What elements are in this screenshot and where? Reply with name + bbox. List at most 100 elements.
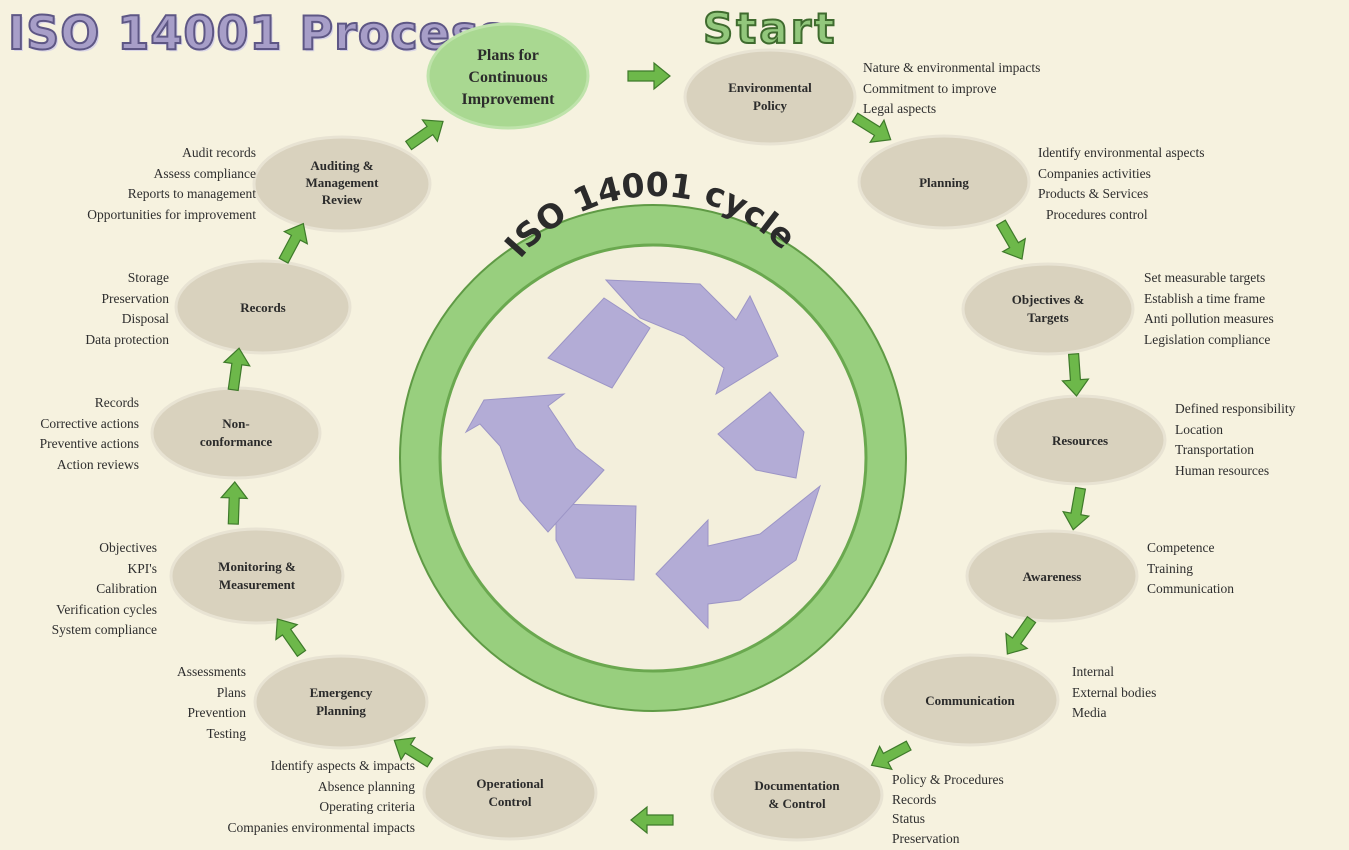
node-nonconformance-line-1: Non- [222, 416, 249, 431]
arrow-policy-to-planning [851, 112, 892, 143]
bullet-item: Disposal [121, 311, 169, 326]
bullets-communication: Internal External bodies Media [1072, 662, 1156, 724]
node-planning-line-1: Planning [919, 175, 969, 190]
bullets-planning: Identify environmental aspects Companies… [1038, 143, 1204, 225]
arrow-operational-to-emergency [393, 737, 434, 768]
bullet-item: Set measurable targets [1144, 270, 1266, 285]
bullet-item: Defined responsibility [1175, 401, 1296, 416]
bullet-item: Policy & Procedures [892, 772, 1004, 787]
bullets-documentation-control: Policy & Procedures Records Status Prese… [892, 770, 1004, 848]
bullet-item: Location [1175, 421, 1223, 437]
node-plans-line-1: Plans for [477, 47, 539, 64]
arrow-objectives-to-resources [1061, 353, 1090, 397]
bullet-item: Testing [206, 725, 246, 741]
bullet-item: Human resources [1175, 462, 1270, 478]
bullet-item: Transportation [1175, 442, 1255, 457]
arrow-plans-to-policy [627, 61, 671, 91]
bullet-item: Opportunities for improvement [87, 206, 256, 222]
svg-text:Documentation& Control: Documentation & Control [754, 778, 840, 811]
node-resources-line-1: Resources [1052, 433, 1108, 448]
arrow-auditing-to-plans [404, 119, 444, 151]
bullet-item: Verification cycles [56, 601, 157, 617]
bullet-item: Competence [1147, 540, 1215, 555]
svg-text:Communication: Communication [925, 693, 1015, 708]
bullet-item: Identify aspects & impacts [270, 758, 415, 773]
bullet-item: Procedures control [1046, 206, 1148, 222]
node-plans-line-2: Continuous [468, 69, 547, 86]
node-records: Records [174, 259, 352, 355]
bullet-item: Plans [216, 684, 246, 700]
bullet-item: Communication [1147, 581, 1234, 596]
bullet-item: KPI's [127, 560, 157, 576]
bullet-item: Records [892, 791, 937, 807]
bullet-item: Prevention [187, 705, 247, 720]
bullet-item: Media [1072, 705, 1107, 720]
node-records-line-1: Records [240, 300, 286, 315]
bullet-item: Audit records [182, 145, 256, 160]
node-nonconformance: Non-conformance [150, 386, 322, 480]
node-auditing-line-3: Review [322, 192, 363, 207]
node-objectives-line-1: Objectives & [1012, 292, 1085, 307]
recycle-icon [464, 279, 821, 630]
bullet-item: Absence planning [317, 778, 415, 794]
bullet-item: Records [94, 395, 139, 410]
arrow-resources-to-awareness [1062, 486, 1091, 531]
bullet-item: Internal [1072, 664, 1114, 679]
svg-text:Objectives &Targets: Objectives &Targets [1012, 292, 1085, 325]
node-auditing-line-1: Auditing & [310, 158, 373, 173]
node-emergency-line-1: Emergency [310, 685, 373, 700]
bullet-item: Storage [127, 270, 169, 285]
arrow-records-to-auditing [278, 222, 309, 264]
node-auditing-line-2: Management [306, 175, 380, 190]
start-label: Start [702, 3, 838, 54]
svg-text:Records: Records [240, 300, 286, 315]
svg-text:Resources: Resources [1052, 433, 1108, 448]
svg-text:Monitoring &Measurement: Monitoring &Measurement [218, 559, 296, 592]
bullets-monitoring-measurement: Objectives KPI's Calibration Verificatio… [52, 538, 157, 641]
bullet-item: Calibration [96, 581, 157, 596]
bullet-item: System compliance [51, 622, 157, 637]
bullet-item: Establish a time frame [1144, 290, 1266, 306]
arrow-monitoring-to-nonconformance [219, 481, 249, 525]
node-emergency-line-2: Planning [316, 703, 366, 718]
bullet-item: Reports to management [127, 186, 256, 201]
svg-text:Non-conformance: Non-conformance [200, 416, 272, 449]
svg-text:Awareness: Awareness [1023, 569, 1082, 584]
bullets-operational-control: Identify aspects & impacts Absence plann… [228, 756, 415, 838]
node-documentation-control: Documentation & Control [710, 748, 884, 842]
bullet-item: Legal aspects [863, 101, 937, 116]
node-env-policy-line-1: Environmental [728, 80, 812, 95]
bullet-item: Preservation [892, 830, 960, 846]
bullet-item: Assess compliance [153, 165, 256, 181]
bullet-item: Companies environmental impacts [227, 819, 415, 835]
arrow-planning-to-objectives [995, 219, 1027, 260]
diagram-title: ISO 14001 Process [7, 5, 508, 61]
bullet-item: Operating criteria [319, 799, 415, 814]
bullet-item: Action reviews [56, 456, 139, 472]
node-operational-line-2: Control [488, 794, 531, 809]
node-documentation-line-2: & Control [768, 796, 826, 811]
bullet-item: Nature & environmental impacts [863, 60, 1041, 75]
arrow-awareness-to-communication [1005, 615, 1037, 655]
bullet-item: Companies activities [1038, 165, 1151, 181]
bullets-awareness: Competence Training Communication [1147, 538, 1234, 600]
bullets-auditing-review: Audit records Assess compliance Reports … [87, 143, 256, 225]
node-awareness: Awareness [965, 529, 1139, 623]
bullet-item: Training [1147, 560, 1194, 576]
node-objectives-targets: Objectives &Targets [961, 262, 1135, 356]
node-documentation-line-1: Documentation [754, 778, 840, 793]
bullets-environmental-policy: Nature & environmental impacts Commitmen… [863, 58, 1040, 120]
bullets-records: Storage Preservation Disposal Data prote… [85, 268, 169, 350]
bullet-item: Status [892, 811, 926, 826]
arrow-nonconformance-to-records [222, 347, 251, 392]
